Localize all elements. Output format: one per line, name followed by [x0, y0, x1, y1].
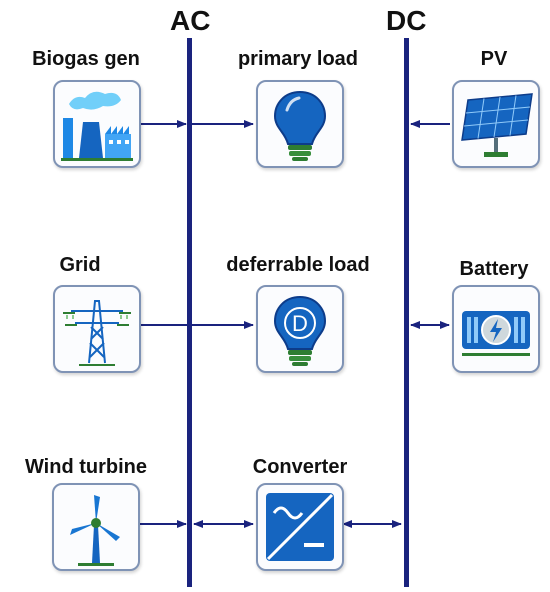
wind-turbine-label: Wind turbine: [24, 456, 148, 478]
converter-icon: [266, 493, 334, 561]
deferrable-bulb-icon: D: [273, 295, 327, 366]
grid-box[interactable]: [53, 285, 141, 373]
dc-bus-label: DC: [386, 5, 427, 36]
ac-bus-label: AC: [170, 5, 211, 36]
battery-icon: [462, 311, 530, 356]
ac-bus: [187, 38, 192, 587]
primary-load-label: primary load: [237, 48, 359, 70]
converter-label: Converter: [252, 456, 348, 478]
pv-label: PV: [480, 48, 508, 70]
deferrable-load-box[interactable]: D: [256, 285, 344, 373]
battery-label: Battery: [459, 258, 529, 280]
pv-box[interactable]: [452, 80, 540, 168]
deferrable-load-label: deferrable load: [226, 254, 370, 276]
wind-turbine-box[interactable]: [52, 483, 140, 571]
power-pylon-icon: [63, 300, 131, 366]
lightbulb-icon: [273, 90, 327, 161]
biogas-gen-label: Biogas gen: [32, 48, 140, 70]
wind-turbine-icon: [70, 495, 120, 566]
biogas-factory-icon: [61, 91, 133, 161]
biogas-gen-box[interactable]: [53, 80, 141, 168]
battery-box[interactable]: [452, 285, 540, 373]
grid-label: Grid: [59, 254, 101, 276]
converter-box[interactable]: [256, 483, 344, 571]
dc-bus: [404, 38, 409, 587]
primary-load-box[interactable]: [256, 80, 344, 168]
solar-panel-icon: [461, 93, 533, 157]
deferrable-symbol: D: [292, 311, 308, 336]
